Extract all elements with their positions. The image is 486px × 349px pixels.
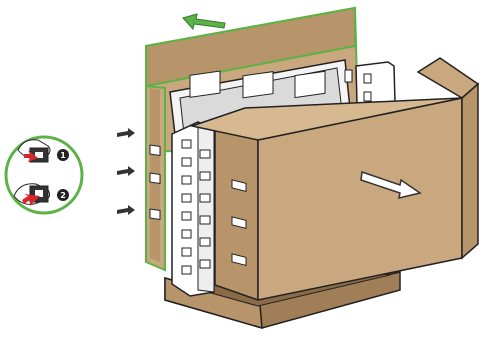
step-2-label: 2 [60, 191, 66, 200]
foam-insert-left [172, 122, 214, 296]
lift-arrow-icon [183, 14, 225, 29]
box-left-panel [146, 86, 165, 270]
step-badge-1: 1 [57, 149, 69, 161]
step-1-label: 1 [60, 151, 66, 160]
step-badge-2: 2 [57, 189, 69, 201]
box-front-panel [192, 98, 462, 300]
pull-out-arrow-icon [117, 128, 135, 215]
inset-hand-detail: 1 2 [6, 137, 82, 213]
